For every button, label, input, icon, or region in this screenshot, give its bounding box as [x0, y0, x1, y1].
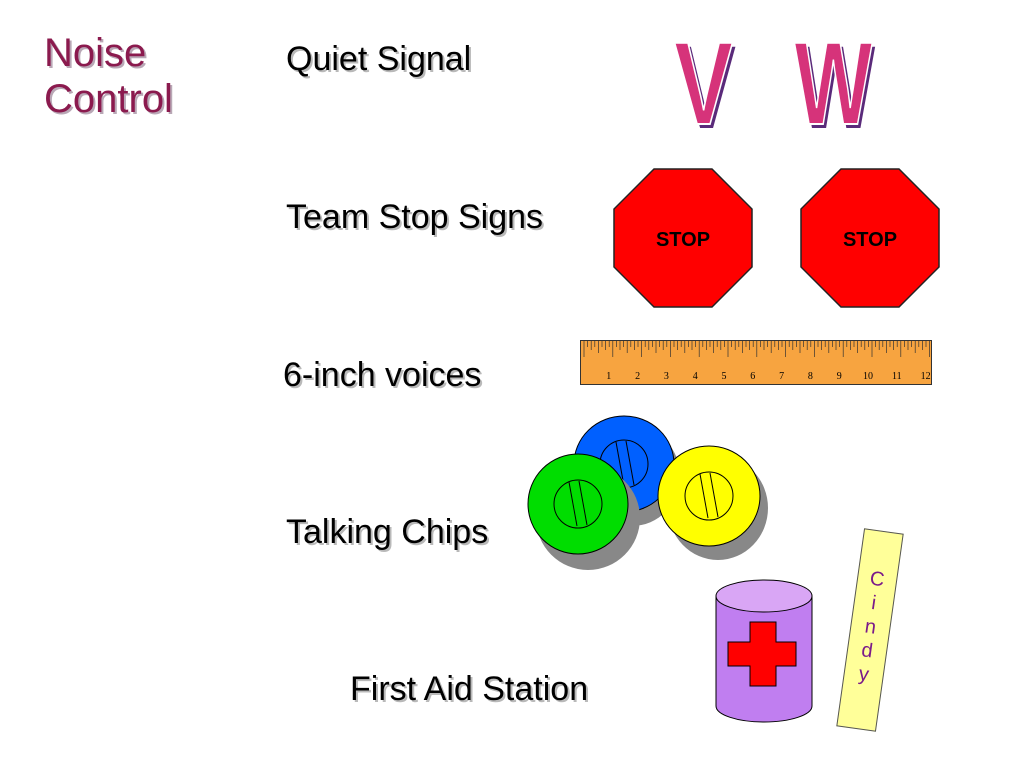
stop-sign-2-text: STOP: [843, 229, 897, 251]
ruler-number: 7: [779, 371, 784, 382]
name-card-letter: C: [868, 567, 886, 592]
name-card-letter: i: [870, 592, 878, 615]
green-chip: [527, 453, 640, 570]
letter-w: W: [794, 22, 873, 140]
quiet-signal-label: Quiet Signal: [286, 40, 472, 78]
page-title: Noise Control: [44, 30, 173, 122]
stop-sign-2: STOP: [800, 168, 940, 308]
red-cross-icon: [727, 621, 797, 687]
letter-v: V: [674, 22, 733, 140]
ruler-number: 10: [863, 371, 873, 382]
title-line-2: Control: [44, 77, 173, 121]
ruler-number: 1: [606, 371, 611, 382]
title-line-1: Noise: [44, 31, 147, 75]
ruler-number: 6: [750, 371, 755, 382]
name-card-letter: d: [860, 639, 875, 663]
talking-chips-graphic: [527, 415, 768, 570]
ruler-number: 3: [664, 371, 669, 382]
stop-sign-1: STOP: [613, 168, 753, 308]
name-card-letter: y: [857, 662, 871, 687]
ruler-number: 9: [837, 371, 842, 382]
ruler-number: 12: [921, 371, 931, 382]
letter-v-shadow: V: [677, 23, 736, 140]
stop-sign-1-text: STOP: [656, 229, 710, 251]
ruler-number: 5: [722, 371, 727, 382]
letter-w-graphic: W W: [794, 22, 876, 140]
ruler-number: 2: [635, 371, 640, 382]
first-aid-kit-graphic: [715, 579, 813, 723]
yellow-chip: [657, 445, 768, 560]
letter-v-graphic: V V: [673, 22, 736, 140]
team-stop-signs-label: Team Stop Signs: [286, 198, 544, 236]
six-inch-voices-label: 6-inch voices: [283, 356, 482, 394]
first-aid-station-label: First Aid Station: [350, 670, 589, 708]
name-card-letter: n: [863, 615, 878, 639]
ruler-number: 11: [892, 371, 902, 382]
letter-w-shadow: W: [797, 22, 876, 140]
ruler-number: 4: [693, 371, 698, 382]
ruler-number: 8: [808, 371, 813, 382]
talking-chips-label: Talking Chips: [286, 513, 489, 551]
